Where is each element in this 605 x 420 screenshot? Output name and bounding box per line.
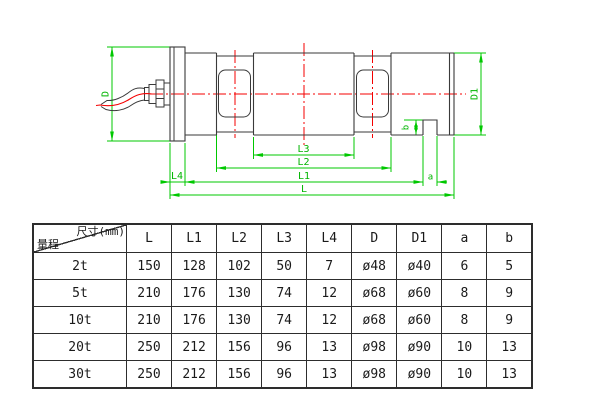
value-cell: 9 — [486, 279, 533, 307]
value-cell: 176 — [171, 279, 218, 307]
loadcell-technical-drawing: D D1 L3 L2 L1 L L4 a b — [95, 43, 486, 199]
column-header-l3: L3 — [261, 223, 308, 253]
cable-core-wire — [95, 93, 153, 107]
dim-label-l2: L2 — [297, 157, 309, 168]
value-cell: ø90 — [396, 333, 443, 361]
value-cell: 74 — [261, 306, 308, 334]
value-cell: 210 — [125, 306, 173, 334]
column-header-l2: L2 — [216, 223, 263, 253]
value-cell: 250 — [125, 360, 173, 389]
value-cell: ø48 — [351, 252, 398, 280]
value-cell: 212 — [171, 333, 218, 361]
value-cell: 176 — [171, 306, 218, 334]
value-cell: 10 — [441, 333, 488, 361]
value-cell: 130 — [216, 306, 263, 334]
value-cell: 74 — [261, 279, 308, 307]
value-cell: 8 — [441, 279, 488, 307]
cable — [95, 87, 153, 112]
column-header-b: b — [486, 223, 533, 253]
value-cell: 96 — [261, 360, 308, 389]
value-cell: 13 — [306, 360, 353, 389]
value-cell: 102 — [216, 252, 263, 280]
extension-lines — [107, 46, 486, 199]
corner-label-size: 尺寸(mm) — [76, 225, 126, 238]
value-cell: 50 — [261, 252, 308, 280]
value-cell: ø68 — [351, 279, 398, 307]
dim-label-l3: L3 — [297, 144, 309, 155]
body-outline — [169, 46, 455, 142]
value-cell: 13 — [486, 360, 533, 389]
column-header-l1: L1 — [171, 223, 218, 253]
value-cell: ø40 — [396, 252, 443, 280]
value-cell: 7 — [306, 252, 353, 280]
column-header-a: a — [441, 223, 488, 253]
value-cell: ø60 — [396, 279, 443, 307]
value-cell: ø98 — [351, 360, 398, 389]
value-cell: 210 — [125, 279, 173, 307]
corner-label-capacity: 量程 — [37, 238, 59, 251]
value-cell: 128 — [171, 252, 218, 280]
value-cell: ø60 — [396, 306, 443, 334]
value-cell: 156 — [216, 360, 263, 389]
value-cell: ø90 — [396, 360, 443, 389]
column-header-l: L — [125, 223, 173, 253]
value-cell: 96 — [261, 333, 308, 361]
value-cell: 6 — [441, 252, 488, 280]
dimension-labels: D D1 L3 L2 L1 L L4 a b — [101, 88, 481, 195]
anti-rotation-slot — [422, 119, 438, 135]
value-cell: 150 — [125, 252, 173, 280]
value-cell: 12 — [306, 306, 353, 334]
capacity-cell: 2t — [32, 252, 127, 280]
value-cell: 5 — [486, 252, 533, 280]
cable-gland — [144, 79, 171, 108]
capacity-cell: 10t — [32, 306, 127, 334]
column-header-d1: D1 — [396, 223, 443, 253]
value-cell: ø98 — [351, 333, 398, 361]
column-header-l4: L4 — [306, 223, 353, 253]
value-cell: 12 — [306, 279, 353, 307]
value-cell: 9 — [486, 306, 533, 334]
capacity-cell: 30t — [32, 360, 127, 389]
value-cell: 250 — [125, 333, 173, 361]
dim-label-a: a — [428, 173, 433, 183]
dim-label-l: L — [301, 184, 307, 195]
dim-label-d: D — [101, 91, 112, 97]
value-cell: 10 — [441, 360, 488, 389]
column-header-d: D — [351, 223, 398, 253]
dim-label-b: b — [402, 125, 412, 130]
dim-label-l1: L1 — [298, 171, 310, 182]
value-cell: 156 — [216, 333, 263, 361]
dimension-lines — [110, 46, 483, 197]
dim-label-d1: D1 — [470, 88, 481, 100]
dim-label-l4: L4 — [171, 171, 183, 182]
center-lines — [150, 43, 466, 146]
value-cell: 8 — [441, 306, 488, 334]
corner-cell: 尺寸(mm) 量程 — [32, 223, 127, 253]
capacity-cell: 20t — [32, 333, 127, 361]
value-cell: 13 — [486, 333, 533, 361]
value-cell: ø68 — [351, 306, 398, 334]
value-cell: 212 — [171, 360, 218, 389]
value-cell: 130 — [216, 279, 263, 307]
capacity-cell: 5t — [32, 279, 127, 307]
value-cell: 13 — [306, 333, 353, 361]
gauge-pocket-right — [356, 69, 389, 118]
gauge-pocket-left — [218, 69, 251, 118]
